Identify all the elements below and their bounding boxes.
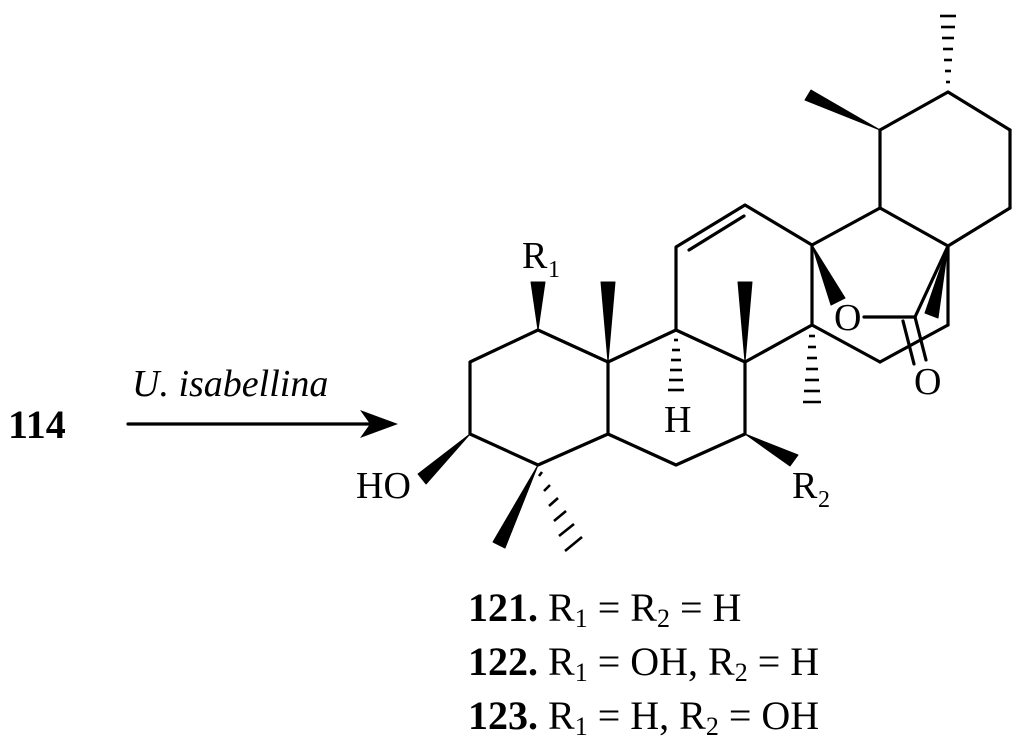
svg-text:R: R <box>522 235 548 277</box>
svg-text:1: 1 <box>548 257 560 283</box>
product-id: 122. <box>468 639 538 684</box>
r1-subscript: 1 <box>574 604 588 633</box>
r2-symbol: R <box>679 693 706 738</box>
r2-label: R 2 <box>792 465 830 513</box>
r1-subscript: 1 <box>574 658 588 687</box>
value-text: = H <box>747 639 820 684</box>
r2-symbol: R <box>708 639 735 684</box>
equals-text: = OH, <box>587 639 709 684</box>
r2-symbol: R <box>630 585 657 630</box>
hashed-bond-h <box>668 338 684 392</box>
equals-text: = H, <box>587 693 680 738</box>
product-legend-122: 122. R1 = OH, R2 = H <box>468 642 819 686</box>
value-text: = OH <box>718 693 820 738</box>
hashed-bond-methyl-c14 <box>803 334 821 404</box>
value-text: = H <box>669 585 742 630</box>
r1-symbol: R <box>548 639 575 684</box>
r2-subscript: 2 <box>734 658 748 687</box>
r2-subscript: 2 <box>705 712 719 741</box>
reaction-arrow <box>126 410 398 438</box>
product-id: 123. <box>468 693 538 738</box>
product-legend-123: 123. R1 = H, R2 = OH <box>468 696 819 740</box>
r1-label: R 1 <box>522 235 560 283</box>
reactant-label: 114 <box>8 402 66 447</box>
product-id: 121. <box>468 585 538 630</box>
carbonyl-oxygen-label: O <box>914 361 941 403</box>
svg-text:2: 2 <box>818 487 830 513</box>
hydroxyl-label: HO <box>356 465 411 507</box>
svg-text:R: R <box>792 465 818 507</box>
r2-subscript: 2 <box>656 604 670 633</box>
r1-symbol: R <box>548 585 575 630</box>
hashed-bond-methyl-top <box>940 14 956 84</box>
ring-oxygen-label: O <box>834 297 861 339</box>
hydrogen-label: H <box>664 399 691 441</box>
hashed-bond-methyl-c4 <box>537 471 583 553</box>
stereo-bonds <box>417 14 956 553</box>
equals-text: = <box>587 585 631 630</box>
product-legend-121: 121. R1 = R2 = H <box>468 588 741 632</box>
r1-symbol: R <box>548 693 575 738</box>
organism-label: U. isabellina <box>132 363 328 405</box>
r1-subscript: 1 <box>574 712 588 741</box>
